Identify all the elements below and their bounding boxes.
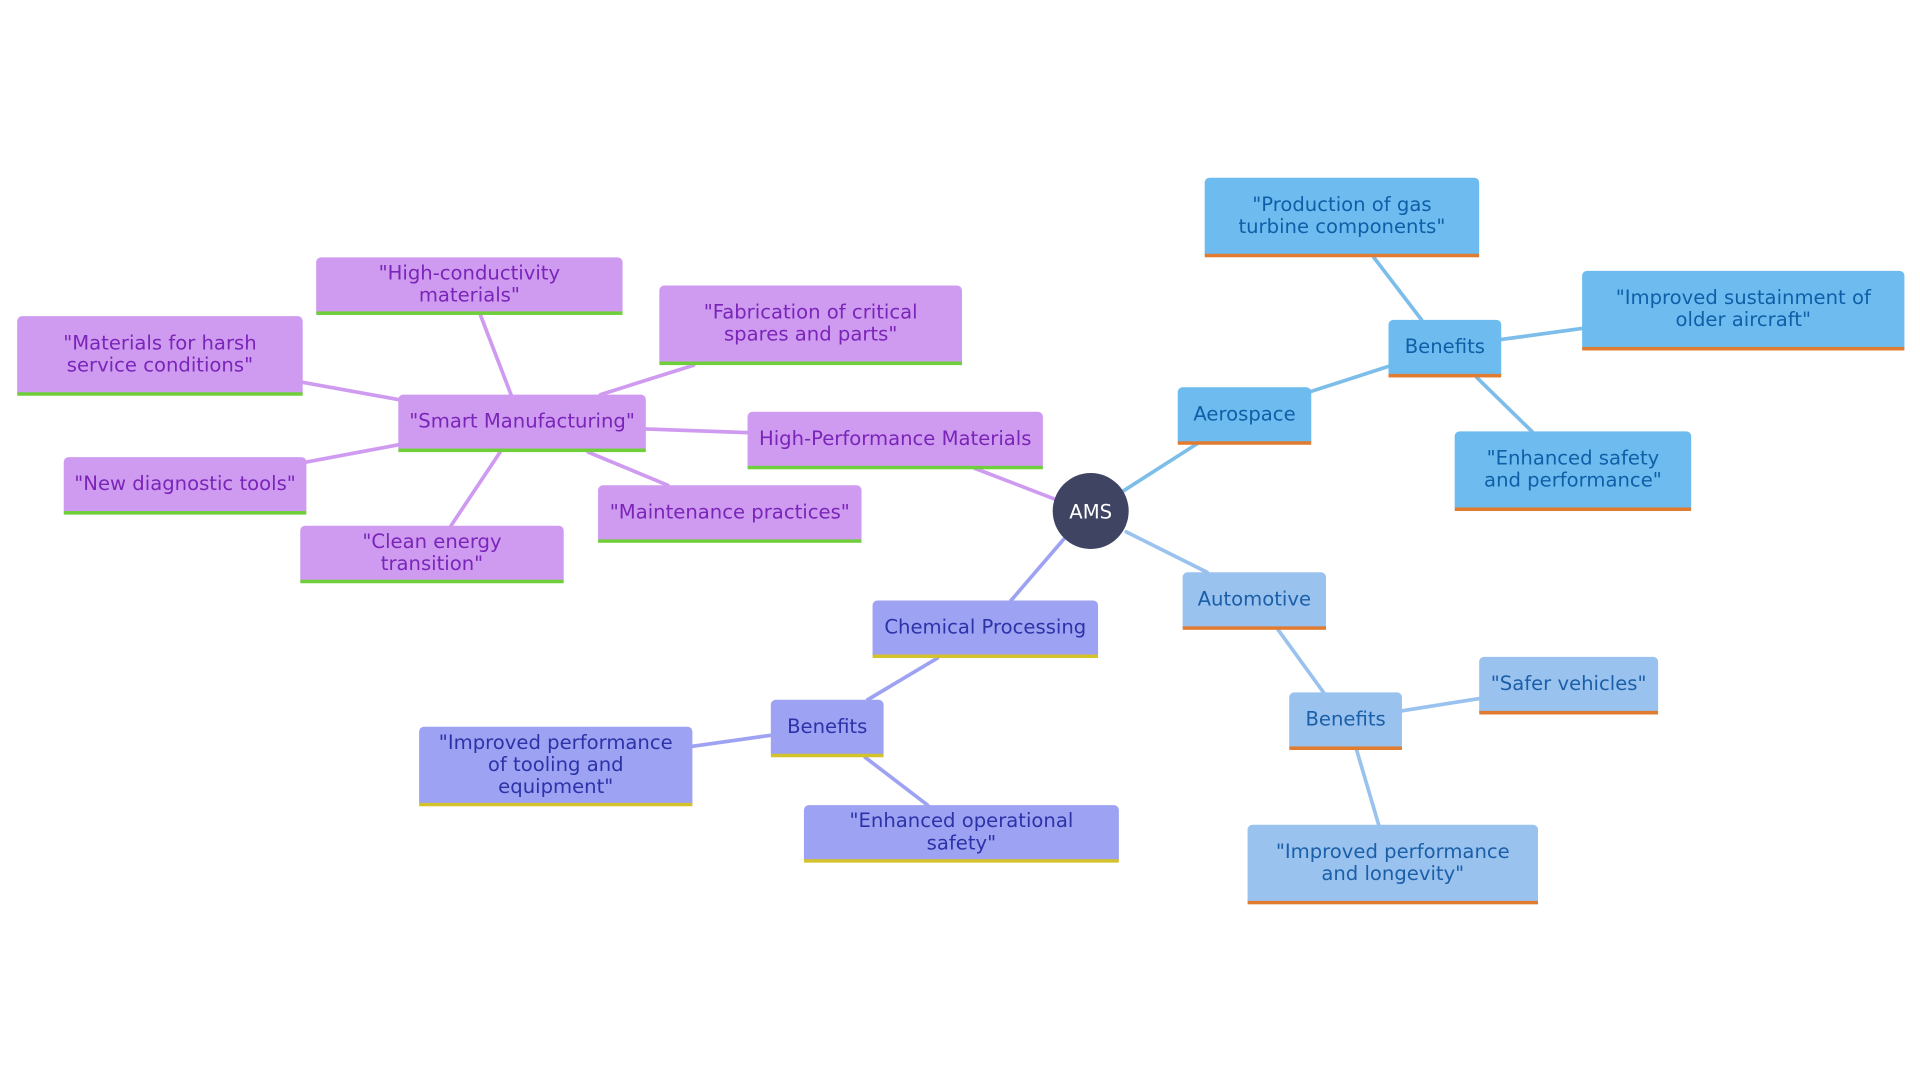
node-older-aircraft[interactable]: "Improved sustainment of older aircraft" <box>1582 270 1905 351</box>
connector-line <box>586 450 670 488</box>
root-node-ams[interactable]: AMS <box>1052 473 1129 550</box>
node-performance-longevity[interactable]: "Improved performance and longevity" <box>1247 824 1539 905</box>
connector-line <box>449 450 502 528</box>
connector-line <box>1124 530 1209 575</box>
connector-line <box>1499 326 1584 342</box>
connector-line <box>1306 364 1391 394</box>
connector-line <box>1276 628 1326 695</box>
connector-line <box>300 380 401 402</box>
connector-line <box>1474 375 1534 434</box>
node-operational-safety[interactable]: "Enhanced operational safety" <box>803 805 1119 863</box>
node-aerospace-safety-performance[interactable]: "Enhanced safety and performance" <box>1454 431 1692 512</box>
connector-line <box>972 466 1056 501</box>
node-fabrication-spares[interactable]: "Fabrication of critical spares and part… <box>659 285 963 366</box>
node-high-conductivity-materials[interactable]: "High-conductivity materials" <box>316 257 623 315</box>
connector-line <box>1371 255 1424 322</box>
connector-line <box>1120 441 1200 494</box>
connector-line <box>863 755 930 807</box>
connector-line <box>1400 696 1482 713</box>
node-aerospace[interactable]: Aerospace <box>1177 387 1312 445</box>
node-safer-vehicles[interactable]: "Safer vehicles" <box>1479 656 1659 715</box>
node-maintenance-practices[interactable]: "Maintenance practices" <box>598 485 862 543</box>
node-automotive[interactable]: Automotive <box>1182 572 1326 630</box>
connector-line <box>1009 537 1066 603</box>
connector-line <box>642 427 750 435</box>
connector-line <box>1354 748 1381 827</box>
connector-line <box>690 733 773 749</box>
node-gas-turbine-components[interactable]: "Production of gas turbine components" <box>1204 177 1480 258</box>
connector-line <box>478 313 513 397</box>
node-clean-energy-transition[interactable]: "Clean energy transition" <box>300 525 564 584</box>
connector-line <box>865 656 940 702</box>
node-high-performance-materials[interactable]: High-Performance Materials <box>747 411 1043 470</box>
node-chemical-processing[interactable]: Chemical Processing <box>872 600 1099 659</box>
node-automotive-benefits[interactable]: Benefits <box>1289 692 1402 751</box>
node-harsh-service-materials[interactable]: "Materials for harsh service conditions" <box>17 316 303 396</box>
node-smart-manufacturing[interactable]: "Smart Manufacturing" <box>398 394 646 453</box>
connector-line <box>304 443 401 464</box>
node-diagnostic-tools[interactable]: "New diagnostic tools" <box>63 457 307 515</box>
connector-line <box>598 363 696 397</box>
node-chemical-benefits[interactable]: Benefits <box>770 699 884 758</box>
node-tooling-equipment[interactable]: "Improved performance of tooling and equ… <box>419 726 693 807</box>
node-aerospace-benefits[interactable]: Benefits <box>1388 319 1502 378</box>
